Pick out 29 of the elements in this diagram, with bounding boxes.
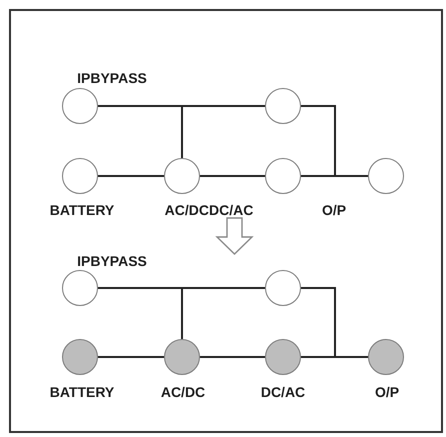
circle-node bbox=[62, 270, 98, 306]
component-label: IPBYPASS bbox=[77, 254, 147, 268]
connector-line bbox=[301, 287, 368, 358]
circle-node bbox=[62, 88, 98, 124]
component-label: IPBYPASS bbox=[77, 71, 147, 85]
circle-node bbox=[368, 339, 404, 375]
connector-line bbox=[200, 356, 265, 358]
circle-node bbox=[164, 339, 200, 375]
component-label: O/P bbox=[374, 385, 400, 399]
connector-line bbox=[98, 175, 164, 177]
circle-node bbox=[265, 88, 301, 124]
circle-node bbox=[62, 158, 98, 194]
component-label: AC/DCDC/AC bbox=[164, 203, 254, 217]
connector-line bbox=[200, 175, 265, 177]
component-label: BATTERY bbox=[50, 385, 114, 399]
connector-line bbox=[301, 105, 368, 177]
component-label: DC/AC bbox=[260, 385, 306, 399]
circle-node bbox=[265, 339, 301, 375]
circle-node bbox=[265, 158, 301, 194]
circle-node bbox=[368, 158, 404, 194]
component-label: O/P bbox=[322, 203, 346, 217]
connector-line bbox=[98, 356, 164, 358]
connector-line bbox=[98, 105, 183, 158]
connector-line bbox=[98, 287, 183, 339]
component-label: BATTERY bbox=[50, 203, 114, 217]
circle-node bbox=[62, 339, 98, 375]
component-label: AC/DC bbox=[160, 385, 206, 399]
circle-node bbox=[265, 270, 301, 306]
circle-node bbox=[164, 158, 200, 194]
